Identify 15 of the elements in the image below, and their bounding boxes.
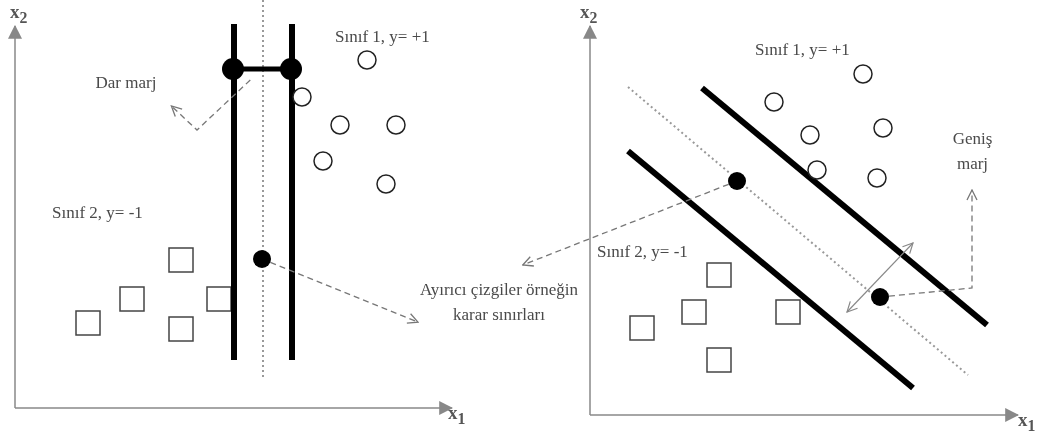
annotation-text: Ayırıcı çizgiler örneğin karar sınırları [418, 265, 580, 357]
leader-arrow [170, 79, 251, 131]
axis-label: x$_{1}$ [1018, 410, 1036, 435]
class-label: Sınıf 2, y= -1 [597, 242, 688, 262]
class-label: Sınıf 2, y= -1 [52, 203, 143, 223]
annotation-text: Geniş marj [935, 122, 1010, 190]
axis-label: x$_{2}$ [580, 2, 598, 28]
class-label: Sınıf 1, y= +1 [755, 40, 850, 60]
annotation-text: Dar marj [76, 66, 176, 106]
axis-label: x$_{2}$ [10, 2, 28, 28]
leader-arrow [522, 183, 730, 267]
leader-arrow [269, 261, 419, 324]
class-label: Sınıf 1, y= +1 [335, 27, 430, 47]
leader-arrow [888, 189, 978, 297]
axis-label: x$_{1}$ [448, 403, 466, 429]
